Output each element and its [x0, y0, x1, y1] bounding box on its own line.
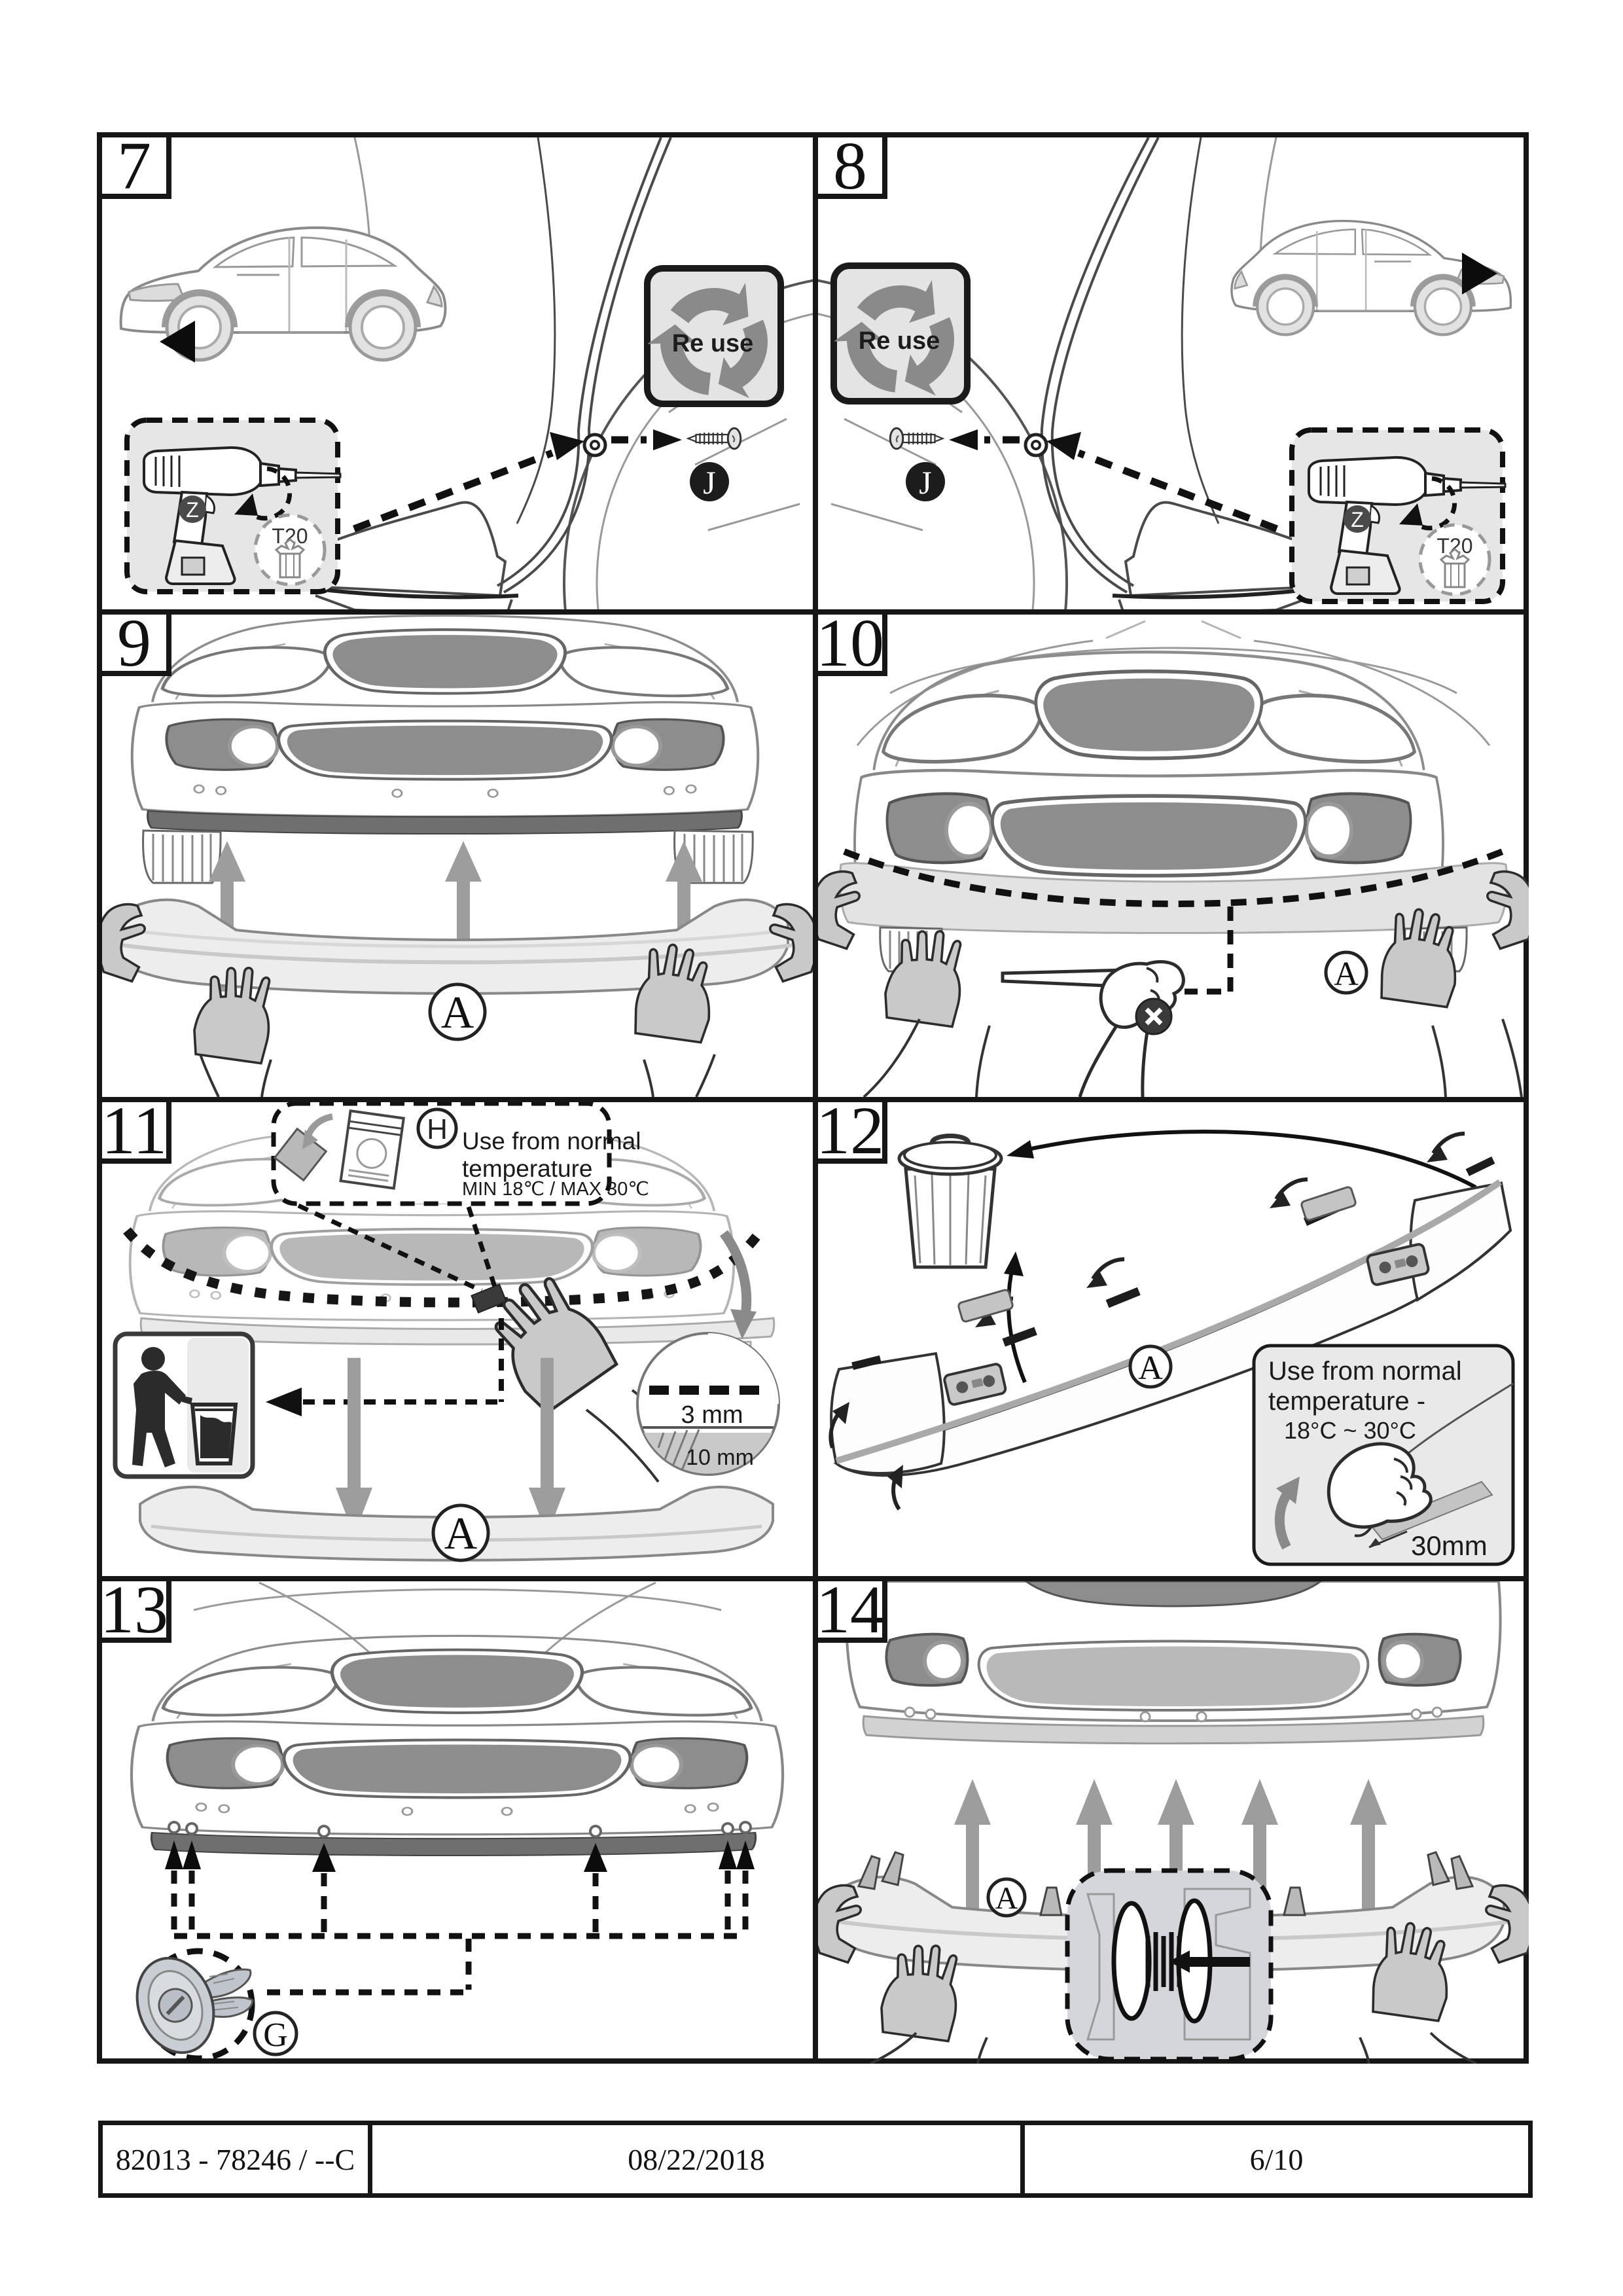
svg-text:MIN 18℃ / MAX 30℃: MIN 18℃ / MAX 30℃	[462, 1179, 649, 1200]
svg-text:J: J	[703, 464, 715, 501]
svg-text:G: G	[263, 2017, 288, 2054]
svg-text:3 mm: 3 mm	[681, 1401, 743, 1429]
svg-text:10 mm: 10 mm	[686, 1445, 754, 1470]
svg-text:A: A	[441, 988, 474, 1038]
svg-text:H: H	[427, 1113, 448, 1145]
svg-text:A: A	[444, 1509, 478, 1559]
svg-text:temperature: temperature	[462, 1155, 593, 1182]
svg-text:A: A	[995, 1881, 1018, 1916]
svg-text:J: J	[919, 464, 931, 501]
svg-text:A: A	[1138, 1350, 1163, 1387]
svg-text:Use from normal: Use from normal	[462, 1128, 641, 1155]
svg-text:A: A	[1334, 956, 1359, 993]
svg-text:18°C ~ 30°C: 18°C ~ 30°C	[1284, 1417, 1416, 1444]
svg-text:Use from normal: Use from normal	[1268, 1357, 1462, 1386]
svg-text:30mm: 30mm	[1411, 1530, 1488, 1561]
svg-text:temperature -: temperature -	[1268, 1387, 1425, 1416]
